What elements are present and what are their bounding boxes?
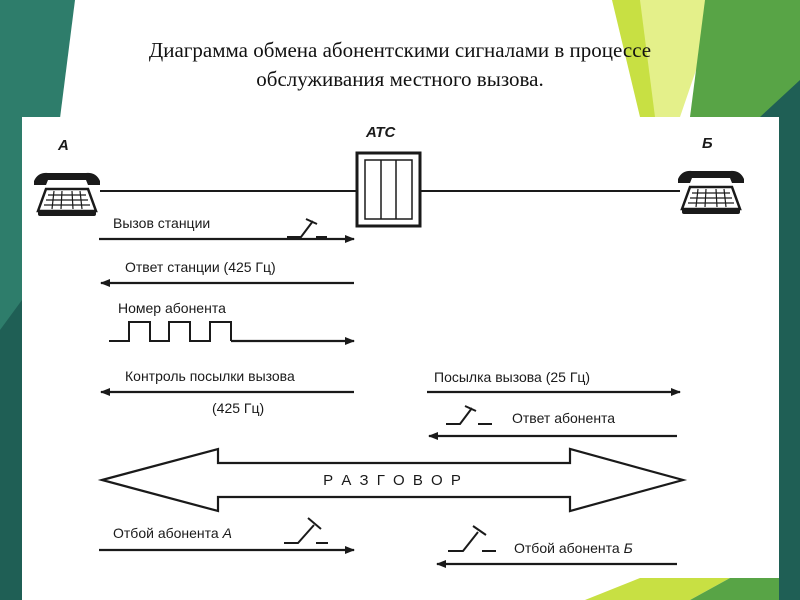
label-station-answer: Ответ станции (425 Гц) — [125, 259, 276, 275]
subscriber-a-label: А — [57, 137, 69, 154]
hook-switch-icon — [448, 525, 496, 552]
hook-switch-icon — [446, 405, 492, 425]
hook-switch-icon — [287, 218, 327, 238]
left-dark-band — [0, 300, 22, 600]
exchange-switch-icon — [355, 151, 422, 228]
slide-title-line-2: обслуживания местного вызова. — [256, 67, 544, 91]
label-hangup-b-letter: Б — [624, 540, 633, 556]
label-ringback-freq: (425 Гц) — [212, 400, 264, 416]
label-ringback-control: Контроль посылки вызова — [125, 368, 295, 384]
label-subscriber-number: Номер абонента — [118, 300, 226, 316]
label-hangup-a: Отбой абонента А — [113, 525, 232, 541]
slide-title: Диаграмма обмена абонентскими сигналами … — [40, 36, 760, 94]
label-hangup-a-letter: А — [222, 525, 232, 541]
label-subscriber-answer: Ответ абонента — [512, 410, 615, 426]
label-ringing: Посылка вызова (25 Гц) — [434, 369, 590, 385]
signal-diagram: А АТС Б Вызов станции Ответ станции (425… — [22, 117, 779, 578]
dial-pulses — [109, 321, 232, 342]
label-conversation: Р А З Г О В О Р — [323, 472, 463, 489]
subscriber-b-label: Б — [702, 135, 713, 152]
top-right-light-band — [640, 0, 720, 117]
label-hangup-b: Отбой абонента Б — [514, 540, 633, 556]
conversation-double-arrow — [97, 447, 688, 513]
slide-title-line-1: Диаграмма обмена абонентскими сигналами … — [148, 38, 652, 62]
exchange-label: АТС — [365, 124, 396, 141]
label-station-call: Вызов станции — [113, 215, 210, 231]
bottom-right-lime-band — [585, 578, 730, 600]
telephone-icon — [676, 169, 746, 216]
top-right-green-band — [690, 0, 800, 117]
telephone-icon — [32, 171, 102, 218]
hook-switch-icon — [284, 517, 328, 544]
bottom-right-green-band — [690, 578, 779, 600]
